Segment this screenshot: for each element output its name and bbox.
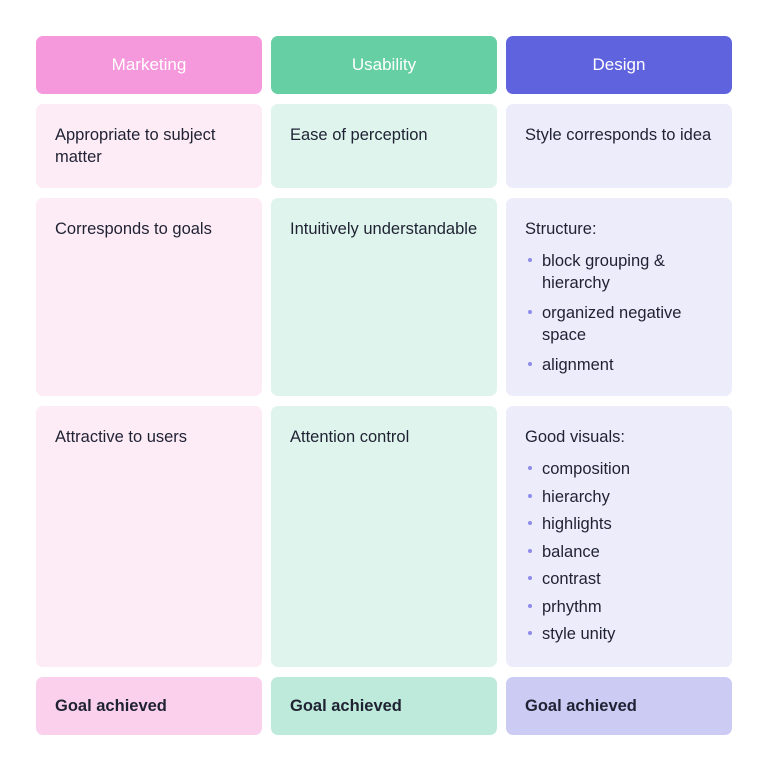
list-item: prhythm xyxy=(525,596,713,618)
design-row-2-title: Structure: xyxy=(525,220,597,238)
list-item: organized negative space xyxy=(525,302,713,346)
footer-marketing: Goal achieved xyxy=(36,677,262,735)
design-row-1-text: Style corresponds to idea xyxy=(525,126,712,144)
header-usability: Usability xyxy=(271,36,497,94)
list-item: style unity xyxy=(525,623,713,645)
usability-row-2: Intuitively understandable xyxy=(271,198,497,396)
criteria-table: Marketing Usability Design Appropriate t… xyxy=(36,36,732,735)
list-item: block grouping & hierarchy xyxy=(525,250,713,294)
list-item: hierarchy xyxy=(525,486,713,508)
visuals-list: composition hierarchy highlights balance… xyxy=(525,458,713,645)
list-item: composition xyxy=(525,458,713,480)
list-item: balance xyxy=(525,541,713,563)
design-row-3-title: Good visuals: xyxy=(525,428,625,446)
marketing-row-3: Attractive to users xyxy=(36,406,262,667)
header-marketing: Marketing xyxy=(36,36,262,94)
footer-design: Goal achieved xyxy=(506,677,732,735)
marketing-row-2: Corresponds to goals xyxy=(36,198,262,396)
marketing-row-1: Appropriate to subject matter xyxy=(36,104,262,188)
usability-row-3: Attention control xyxy=(271,406,497,667)
footer-usability: Goal achieved xyxy=(271,677,497,735)
design-row-3: Good visuals: composition hierarchy high… xyxy=(506,406,732,667)
list-item: contrast xyxy=(525,568,713,590)
usability-row-1: Ease of perception xyxy=(271,104,497,188)
header-design: Design xyxy=(506,36,732,94)
list-item: highlights xyxy=(525,513,713,535)
structure-list: block grouping & hierarchy organized neg… xyxy=(525,250,713,376)
design-row-1: Style corresponds to idea xyxy=(506,104,732,188)
list-item: alignment xyxy=(525,354,713,376)
design-row-2: Structure: block grouping & hierarchy or… xyxy=(506,198,732,396)
